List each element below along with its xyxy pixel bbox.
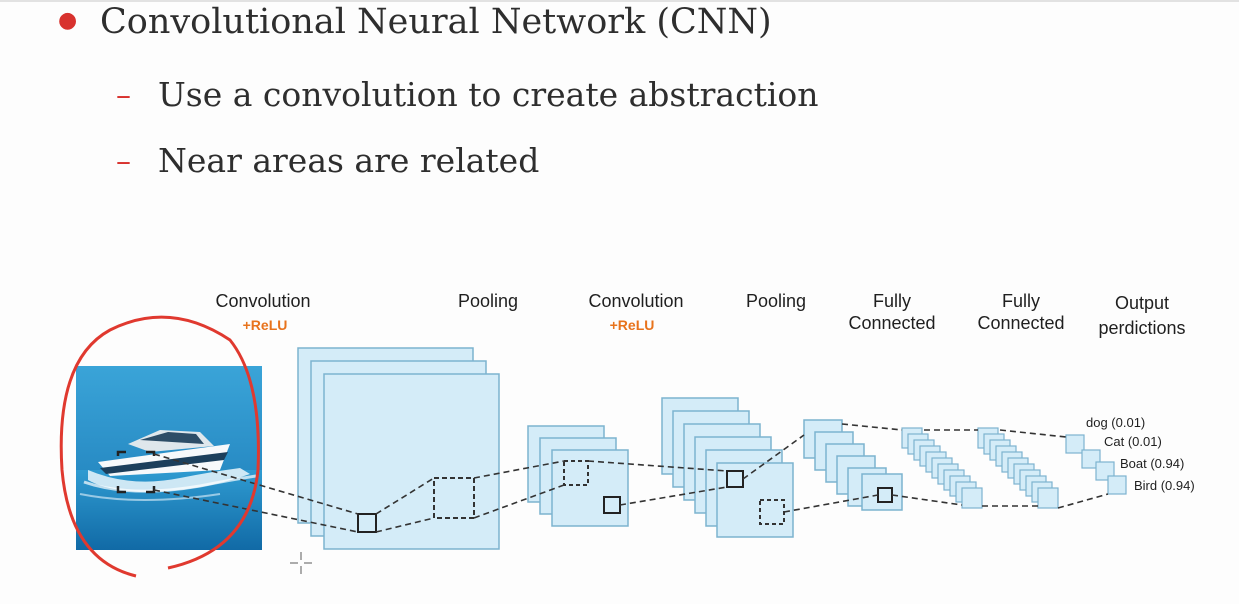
label-connected-2: Connected xyxy=(977,313,1064,333)
conv1-pool-window xyxy=(433,477,475,519)
label-convolution-2: Convolution xyxy=(588,291,683,311)
label-relu-1: +ReLU xyxy=(243,317,288,333)
label-fully-2a: Fully xyxy=(1002,291,1040,311)
cursor-crosshair-icon xyxy=(290,552,312,574)
main-bullet-text: Convolutional Neural Network (CNN) xyxy=(100,2,772,42)
fc2-neurons xyxy=(977,427,1059,509)
top-divider xyxy=(0,0,1239,2)
dash-icon: – xyxy=(116,144,131,179)
output-label-dog: dog (0.01) xyxy=(1086,415,1145,430)
dashed-connectors xyxy=(153,423,1109,533)
pool2-feature-maps xyxy=(803,419,903,511)
label-predictions: perdictions xyxy=(1098,318,1185,338)
pool1-window xyxy=(563,460,589,486)
label-connected-1: Connected xyxy=(848,313,935,333)
label-convolution-1: Convolution xyxy=(215,291,310,311)
red-circle-annotation xyxy=(59,315,260,578)
sub-bullet-1: Use a convolution to create abstraction xyxy=(158,75,819,114)
output-nodes xyxy=(1065,434,1127,495)
label-fully-1a: Fully xyxy=(873,291,911,311)
bullet-dot-icon: ● xyxy=(58,8,78,33)
label-relu-2: +ReLU xyxy=(610,317,655,333)
label-output: Output xyxy=(1115,293,1169,313)
label-pooling-2: Pooling xyxy=(746,291,806,311)
fc1-neurons xyxy=(901,427,983,509)
output-label-bird: Bird (0.94) xyxy=(1134,478,1195,493)
conv1-receptive-box xyxy=(357,513,377,533)
dash-icon: – xyxy=(116,78,131,113)
conv1-feature-maps xyxy=(297,347,500,550)
output-label-boat: Boat (0.94) xyxy=(1120,456,1184,471)
pool1-feature-maps xyxy=(527,425,629,527)
output-label-cat: Cat (0.01) xyxy=(1104,434,1162,449)
conv2-feature-maps xyxy=(661,397,794,538)
label-pooling-1: Pooling xyxy=(458,291,518,311)
sub-bullet-2: Near areas are related xyxy=(158,141,540,180)
